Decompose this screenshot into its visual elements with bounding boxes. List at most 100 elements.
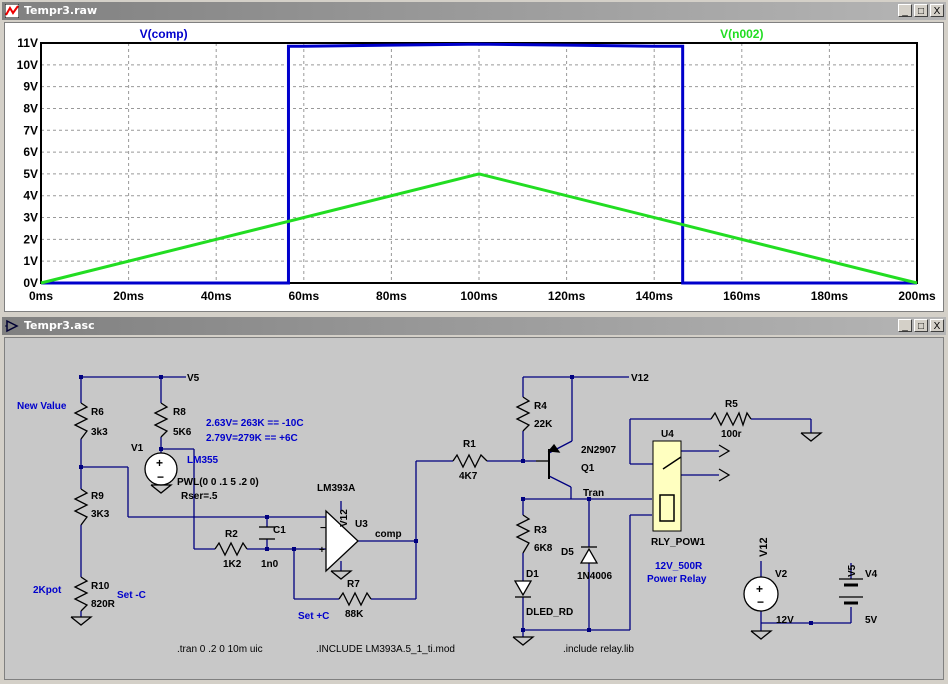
x-tick-label: 180ms (811, 289, 849, 303)
minimize-button[interactable]: _ (898, 319, 912, 332)
v1-name: V1 (131, 443, 144, 454)
minus-sign: − (757, 595, 764, 609)
u3-name: U3 (355, 519, 368, 530)
c1-value: 1n0 (261, 559, 279, 570)
plus-sign: + (319, 545, 325, 556)
schematic-window: Tempr3.asc _ □ X (0, 315, 948, 682)
schematic-window-title: Tempr3.asc (24, 319, 95, 332)
close-button[interactable]: X (930, 319, 944, 332)
junctions (79, 375, 813, 632)
r8-value: 5K6 (173, 427, 192, 438)
y-tick-label: 6V (23, 145, 38, 159)
tran-directive[interactable]: .tran 0 .2 0 10m uic (177, 644, 263, 655)
schematic-canvas[interactable]: + − + − − + V5 V12 comp Tran 12V R6 3k3 … (4, 337, 944, 680)
x-tick-label: 20ms (113, 289, 144, 303)
y-tick-label: 9V (23, 80, 38, 94)
d5-name: D5 (561, 547, 574, 558)
r5-name: R5 (725, 399, 738, 410)
set-minus-label: Set -C (117, 590, 146, 601)
r3-name: R3 (534, 525, 547, 536)
r4-name: R4 (534, 401, 547, 412)
r3-value: 6K8 (534, 543, 553, 554)
r6-name: R6 (91, 407, 104, 418)
r9-value: 3K3 (91, 509, 110, 520)
x-tick-label: 60ms (288, 289, 319, 303)
x-tick-label: 40ms (201, 289, 232, 303)
legend-label: V(comp) (140, 27, 188, 41)
maximize-button[interactable]: □ (914, 4, 928, 17)
relay-note-1: 12V_500R (655, 561, 703, 572)
y-tick-label: 11V (17, 36, 38, 50)
schematic-drawing[interactable]: + − + − − + V5 V12 comp Tran 12V R6 3k3 … (5, 338, 943, 679)
resistors (70, 396, 863, 646)
r7-name: R7 (347, 579, 360, 590)
close-button[interactable]: X (930, 4, 944, 17)
v4-pin: V5 (847, 564, 858, 577)
waveform-chart[interactable]: 0ms 20ms 40ms 60ms 80ms 100ms 120ms 140ms 160ms 1… (5, 23, 943, 313)
net-label-12v: 12V (776, 615, 794, 626)
minus-sign: − (157, 470, 164, 484)
plus-sign: + (156, 456, 163, 470)
y-tick-label: 5V (23, 167, 38, 181)
plot-window-title: Tempr3.raw (24, 4, 98, 17)
include-directive[interactable]: .INCLUDE LM393A.5_1_ti.mod (316, 644, 455, 655)
r1-value: 4K7 (459, 471, 478, 482)
relay-contact (662, 456, 682, 470)
y-tick-label: 4V (23, 189, 38, 203)
r7-value: 88K (345, 609, 364, 620)
r2-name: R2 (225, 529, 238, 540)
net-label-tran: Tran (583, 488, 604, 499)
minus-sign: − (320, 523, 326, 534)
y-tick-label: 2V (23, 232, 38, 246)
maximize-button[interactable]: □ (914, 319, 928, 332)
c1-name: C1 (273, 525, 286, 536)
q1-part: 2N2907 (581, 445, 616, 456)
x-tick-label: 0ms (29, 289, 53, 303)
plot-titlebar[interactable]: Tempr3.raw _ □ X (2, 2, 946, 20)
net-label-v12: V12 (631, 373, 649, 384)
plot-window: Tempr3.raw _ □ X 0ms 20ms 40ms 60ms 80ms 100m… (0, 0, 948, 314)
y-tick-label: 3V (23, 211, 38, 225)
x-tick-label: 80ms (376, 289, 407, 303)
plot-pane[interactable]: 0ms 20ms 40ms 60ms 80ms 100ms 120ms 140ms 160ms 1… (4, 22, 944, 312)
legend-label: V(n002) (720, 27, 763, 41)
y-tick-label: 7V (23, 123, 38, 137)
x-tick-label: 200ms (898, 289, 936, 303)
r9-name: R9 (91, 491, 104, 502)
x-tick-label: 140ms (636, 289, 674, 303)
v2-net-label: V12 (758, 537, 770, 557)
plus-sign: + (756, 582, 763, 596)
pot-label: 2Kpot (33, 585, 62, 596)
y-tick-label: 8V (23, 101, 38, 115)
calibration-note-2: 2.79V=279K == +6C (206, 433, 298, 444)
x-tick-label: 160ms (723, 289, 761, 303)
new-value-label: New Value (17, 401, 67, 412)
u4-part: RLY_POW1 (651, 537, 706, 548)
series-line (41, 42, 917, 285)
r1-name: R1 (463, 439, 476, 450)
minimize-button[interactable]: _ (898, 4, 912, 17)
r10-value: 820R (91, 599, 116, 610)
relay-include-directive[interactable]: .include relay.lib (563, 644, 634, 655)
q1-name: Q1 (581, 463, 595, 474)
y-tick-label: 0V (23, 276, 38, 290)
r5-value: 100r (721, 429, 742, 440)
r2-value: 1K2 (223, 559, 242, 570)
relay-body (652, 440, 682, 532)
r10-name: R10 (91, 581, 110, 592)
d1-name: D1 (526, 569, 539, 580)
waveform-icon (5, 4, 19, 18)
y-tick-label: 1V (23, 254, 38, 268)
v1-part: LM355 (187, 455, 219, 466)
v4-value: 5V (865, 615, 878, 626)
schematic-icon (5, 319, 19, 333)
x-tick-label: 120ms (548, 289, 586, 303)
r6-value: 3k3 (91, 427, 108, 438)
wires (80, 376, 852, 637)
x-tick-label: 100ms (460, 289, 498, 303)
set-plus-label: Set +C (298, 611, 329, 622)
relay-coil (659, 494, 675, 522)
r8-name: R8 (173, 407, 186, 418)
series-line (40, 172, 918, 285)
schematic-titlebar[interactable]: Tempr3.asc _ □ X (2, 317, 946, 335)
